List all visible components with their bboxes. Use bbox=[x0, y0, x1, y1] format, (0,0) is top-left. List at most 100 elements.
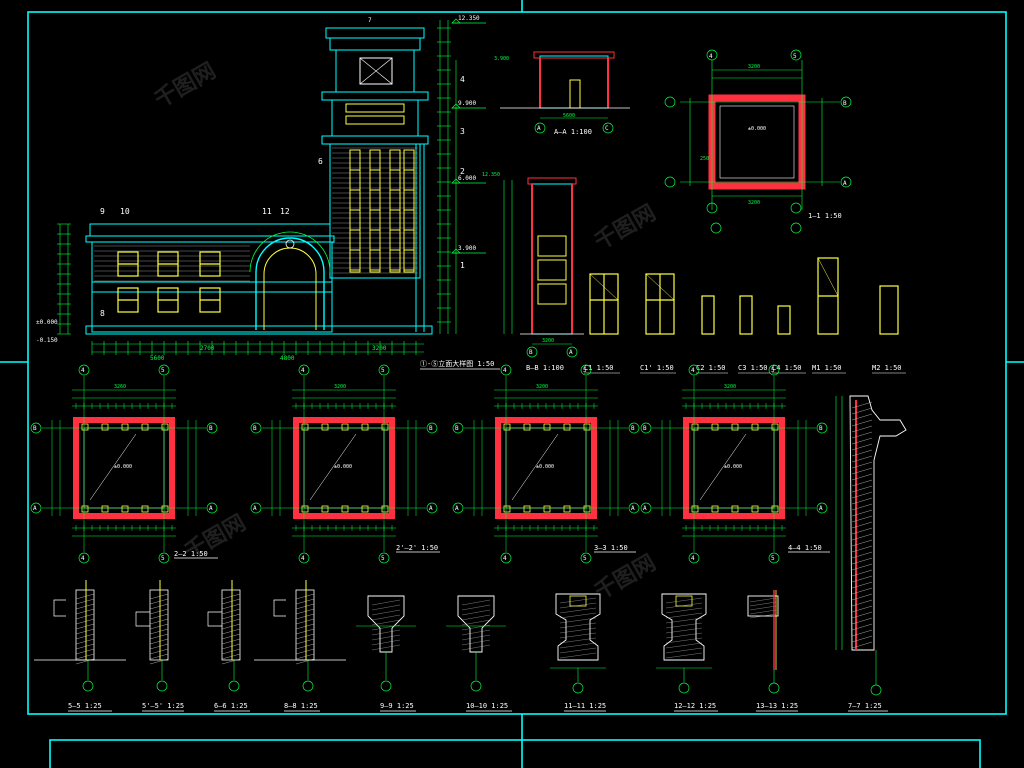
plan-1-axis-1: 5 bbox=[381, 367, 385, 374]
elev-dim-0: 5600 bbox=[150, 355, 165, 362]
bb-dim: 3200 bbox=[542, 338, 554, 344]
bb-title: B—B 1:100 bbox=[526, 364, 564, 372]
bb-axis-b: B bbox=[529, 349, 533, 356]
plan-0-dim: 3260 bbox=[114, 384, 126, 390]
plan-1-axis-6: B bbox=[429, 425, 433, 432]
bb-level: 12.350 bbox=[482, 172, 500, 178]
plan-0-axis-7: A bbox=[209, 505, 213, 512]
level-5: -0.150 bbox=[36, 337, 58, 344]
aa-level: 3.900 bbox=[494, 56, 509, 62]
plan-label-0: 2—2 1:50 bbox=[174, 550, 208, 558]
elevation-title: ①-⑤立面大样图 1:50 bbox=[420, 359, 494, 368]
detail-label-1: 5'—5' 1:25 bbox=[142, 702, 184, 710]
axis-label-9: 9 bbox=[100, 207, 105, 216]
detail-5 bbox=[446, 595, 506, 692]
watermark-text-3: 千图网 bbox=[591, 551, 661, 606]
elevation-labels: 7 9 10 11 12 5600 4800 2700 3200 12.350 … bbox=[36, 15, 494, 368]
detail-label-5: 10—10 1:25 bbox=[466, 702, 508, 710]
window-details: C1 1:50 C1' 1:50 C2 1:50 C3 1:50 C4 1:50… bbox=[584, 257, 906, 374]
aa-title: A—A 1:100 bbox=[554, 128, 592, 136]
storey-mark-5: 8 bbox=[100, 309, 105, 318]
window-label-m1: M1 1:50 bbox=[812, 364, 842, 372]
elevation-top-axis: 7 bbox=[368, 17, 372, 24]
detail-4 bbox=[356, 595, 416, 692]
plan-3-dim: 3200 bbox=[724, 384, 736, 390]
window-label-c2: C2 1:50 bbox=[696, 364, 726, 372]
detail-label-6: 11—11 1:25 bbox=[564, 702, 606, 710]
s11-dim-0: 3200 bbox=[748, 64, 760, 70]
axis-label-12: 12 bbox=[280, 207, 290, 216]
storey-mark-2: 2 bbox=[460, 167, 465, 176]
watermark-text-0: 千图网 bbox=[151, 59, 221, 114]
aa-dim: 5600 bbox=[563, 113, 575, 119]
plan-2-axis-7: A bbox=[631, 505, 635, 512]
s11-axis-5: 5 bbox=[793, 53, 797, 60]
plan-label-1: 2'—2' 1:50 bbox=[396, 544, 438, 552]
s11-room: ±0.000 bbox=[748, 126, 766, 132]
plan-2-axis-2: 4 bbox=[503, 555, 507, 562]
plan-3-axis-0: 4 bbox=[691, 367, 695, 374]
plan-label-2: 3—3 1:50 bbox=[594, 544, 628, 552]
plan-2-axis-1: 5 bbox=[583, 367, 587, 374]
plan-1-axis-5: A bbox=[253, 505, 257, 512]
section-11: B A 4 5 ±0.000 3200 3200 250 1—1 1:50 bbox=[664, 49, 852, 234]
storey-mark-4: 6 bbox=[318, 157, 323, 166]
s11-axis-b: B bbox=[843, 100, 847, 107]
plan-labels: 2—2 1:50 2'—2' 1:50 3—3 1:50 4—4 1:50 bbox=[174, 544, 822, 558]
s11-dim-2: 250 bbox=[700, 156, 709, 162]
detail-3 bbox=[254, 580, 346, 692]
detail-2 bbox=[207, 580, 241, 692]
plan-3-axis-4: B bbox=[643, 425, 647, 432]
plan-2-axis-5: A bbox=[455, 505, 459, 512]
aa-axis-c: C bbox=[605, 125, 609, 132]
detail-label-8: 13—13 1:25 bbox=[756, 702, 798, 710]
axis-label-10: 10 bbox=[120, 207, 130, 216]
plan-1-axis-3: 5 bbox=[381, 555, 385, 562]
window-label-c4: C4 1:50 bbox=[772, 364, 802, 372]
plan-label-3: 4—4 1:50 bbox=[788, 544, 822, 552]
detail-0 bbox=[34, 580, 126, 692]
plan-3-axis-6: B bbox=[819, 425, 823, 432]
plan-0-axis-6: B bbox=[209, 425, 213, 432]
plan-0-axis-3: 5 bbox=[161, 555, 165, 562]
detail-label-0: 5—5 1:25 bbox=[68, 702, 102, 710]
plan-1-dim: 3200 bbox=[334, 384, 346, 390]
elev-dim-1: 4800 bbox=[280, 355, 295, 362]
storey-mark-0: 4 bbox=[460, 75, 465, 84]
level-1: 9.900 bbox=[458, 100, 476, 107]
plan-1-axis-4: B bbox=[253, 425, 257, 432]
plan-0-axis-4: B bbox=[33, 425, 37, 432]
detail-label-4: 9—9 1:25 bbox=[380, 702, 414, 710]
plan-0-axis-0: 4 bbox=[81, 367, 85, 374]
plan-1-level: ±0.000 bbox=[334, 464, 352, 470]
plan-1-axis-2: 4 bbox=[301, 555, 305, 562]
elev-dim-2: 2700 bbox=[200, 345, 215, 352]
plan-2-axis-0: 4 bbox=[503, 367, 507, 374]
section-77 bbox=[835, 395, 907, 696]
window-label-m2: M2 1:50 bbox=[872, 364, 902, 372]
window-label-c1: C1 1:50 bbox=[584, 364, 614, 372]
s11-axis-a: A bbox=[843, 180, 847, 187]
plan-2-axis-3: 5 bbox=[583, 555, 587, 562]
plan-3-axis-5: A bbox=[643, 505, 647, 512]
plan-2-dim: 3200 bbox=[536, 384, 548, 390]
detail-labels: 5—5 1:25 5'—5' 1:25 6—6 1:25 8—8 1:25 9—… bbox=[68, 702, 882, 710]
bb-axis-a: A bbox=[569, 349, 573, 356]
detail-1 bbox=[135, 580, 169, 692]
plan-3-axis-1: 5 bbox=[771, 367, 775, 374]
plan-0-axis-2: 4 bbox=[81, 555, 85, 562]
detail-8 bbox=[747, 590, 780, 694]
arch-gate bbox=[249, 231, 331, 330]
elev-dim-3: 3200 bbox=[372, 345, 387, 352]
watermark-text-2: 千图网 bbox=[181, 511, 251, 566]
plan-1-axis-7: A bbox=[429, 505, 433, 512]
watermark-text-1: 千图网 bbox=[591, 201, 661, 256]
level-0: 12.350 bbox=[458, 15, 480, 22]
plan-0-level: ±0.000 bbox=[114, 464, 132, 470]
